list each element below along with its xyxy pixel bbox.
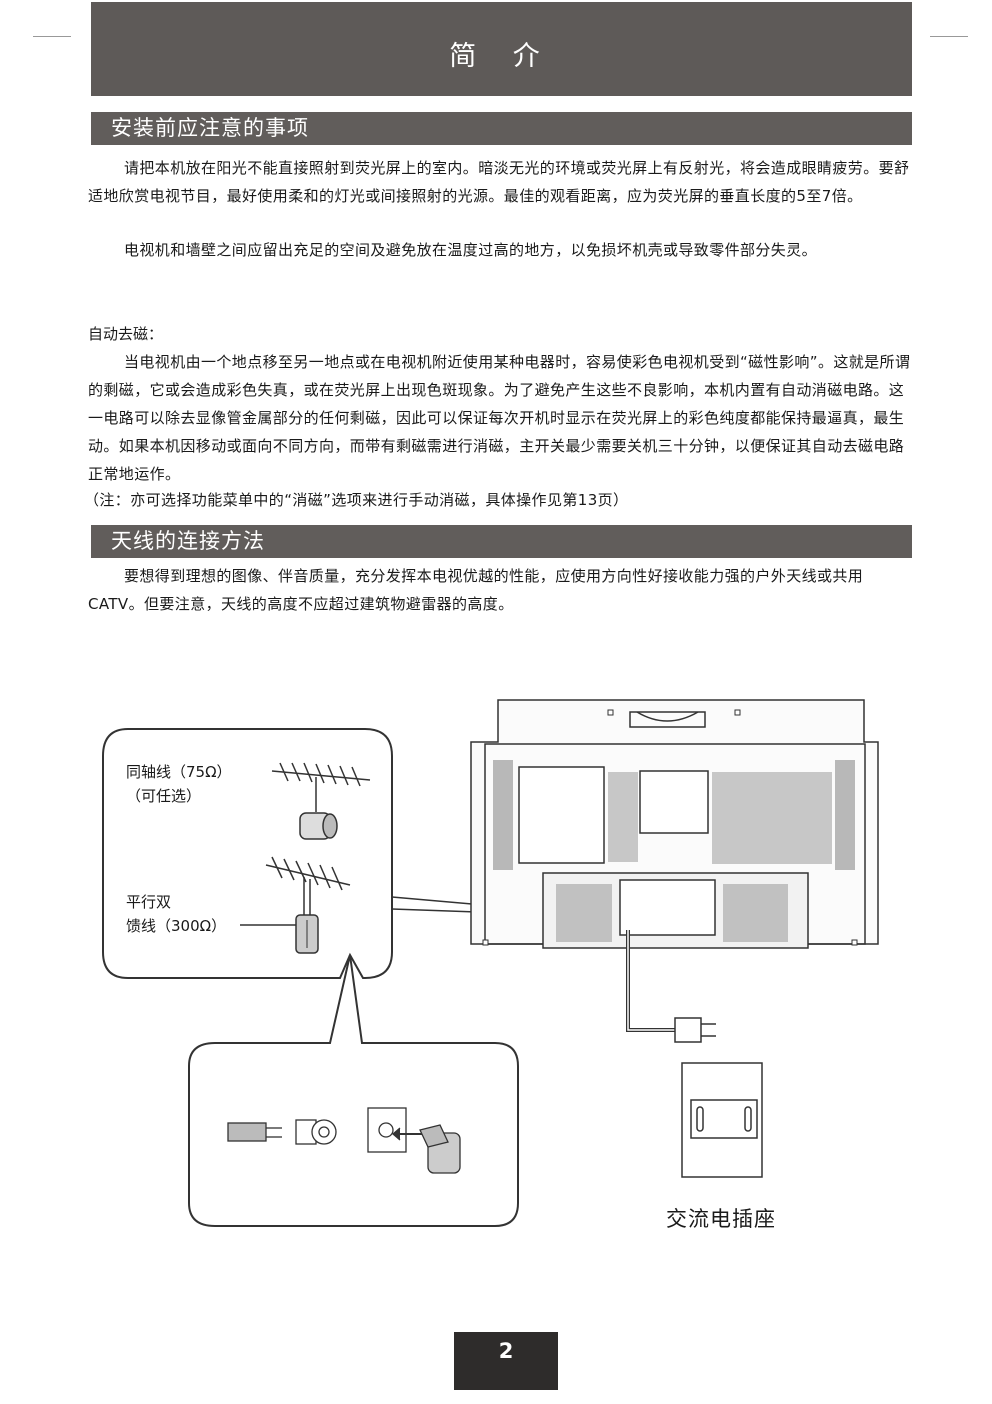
crop-mark-right xyxy=(930,36,968,37)
degauss-subtitle: 自动去磁： xyxy=(88,325,164,343)
coax-socket-icon xyxy=(367,1107,461,1174)
antenna-connection-diagram xyxy=(102,699,879,1227)
tv-vent-grills xyxy=(493,760,855,942)
connector-callout-bubble xyxy=(188,954,519,1227)
page-number: 2 xyxy=(454,1332,558,1390)
power-plug-icon xyxy=(674,1017,716,1043)
section-heading-installation: 安装前应注意的事项 xyxy=(91,112,912,145)
degauss-note: （注：亦可选择功能菜单中的“消磁”选项来进行手动消磁，具体操作见第13页） xyxy=(84,491,629,509)
twin-lead-terminal-icon xyxy=(227,1119,337,1145)
paragraph-placement: 请把本机放在阳光不能直接照射到荧光屏上的室内。暗淡无光的环境或荧光屏上有反射光，… xyxy=(88,159,910,205)
coax-cable-label: 同轴线（75Ω） xyxy=(126,763,232,781)
coax-optional-label: （可任选） xyxy=(126,787,202,805)
paragraph-degauss: 当电视机由一个地点移至另一地点或在电视机附近使用某种电器时，容易使彩色电视机受到… xyxy=(88,353,911,483)
coax-plug-icon xyxy=(299,812,338,840)
paragraph-antenna: 要想得到理想的图像、伴音质量，充分发挥本电视优越的性能，应使用方向性好接收能力强… xyxy=(88,567,864,613)
coax-antenna-icon xyxy=(271,762,371,812)
twin-lead-label-line1: 平行双 xyxy=(126,893,172,911)
twin-lead-antenna-icon xyxy=(240,856,351,926)
page-title: 简 介 xyxy=(91,2,912,96)
crop-mark-left xyxy=(33,36,71,37)
ac-outlet-icon xyxy=(681,1062,763,1178)
paragraph-spacing: 电视机和墙壁之间应留出充足的空间及避免放在温度过高的地方，以免损坏机壳或导致零件… xyxy=(124,241,818,259)
section-heading-antenna: 天线的连接方法 xyxy=(91,525,912,558)
tv-rear-panel-icon xyxy=(470,699,879,949)
antenna-callout-bubble xyxy=(102,728,393,979)
twin-lead-plug-icon xyxy=(295,914,319,954)
twin-lead-label-line2: 馈线（300Ω） xyxy=(126,917,227,935)
ac-outlet-label: 交流电插座 xyxy=(666,1207,776,1231)
